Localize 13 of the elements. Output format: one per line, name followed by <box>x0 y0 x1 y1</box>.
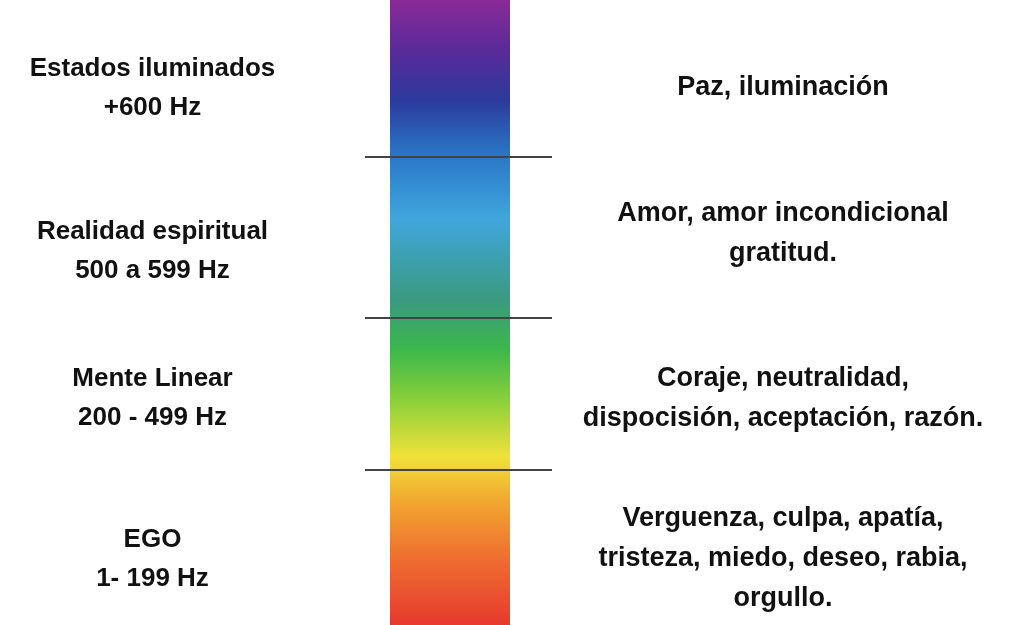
emotion-list: Coraje, neutralidad, dispocisión, aceptación, razón. <box>578 357 988 437</box>
emotion-list: Paz, iluminación <box>578 66 988 106</box>
level-name: Realidad espiritual <box>35 214 270 247</box>
frequency-range: 1- 199 Hz <box>95 561 210 594</box>
frequency-range: 500 a 599 Hz <box>74 253 231 286</box>
emotion-list: Amor, amor incondicional gratitud. <box>578 192 988 272</box>
level-name: Estados iluminados <box>28 51 277 84</box>
emotion-list: Verguenza, culpa, apatía, tristeza, miedo, deseo, rabia, orgullo. <box>578 497 988 617</box>
spectrum-bar <box>390 0 510 625</box>
frequency-range: +600 Hz <box>102 90 203 123</box>
level-name: Mente Linear <box>71 361 234 394</box>
level-name: EGO <box>122 522 183 555</box>
frequency-range: 200 - 499 Hz <box>77 400 228 433</box>
